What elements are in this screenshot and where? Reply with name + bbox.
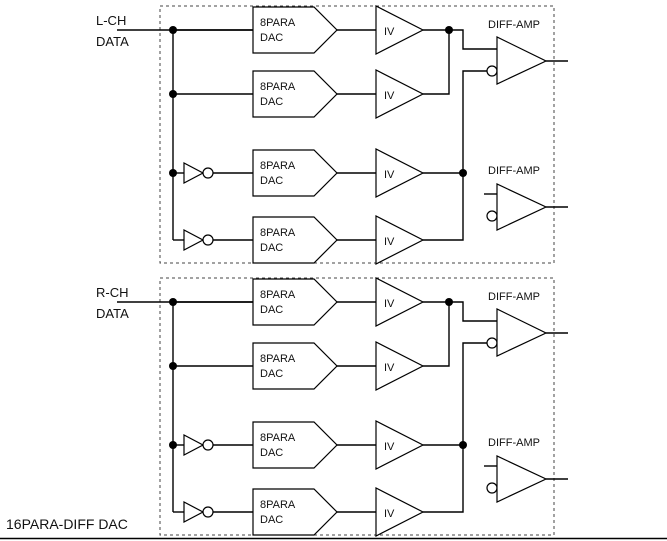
diff-amp [496, 455, 548, 503]
dac-label-line1: 8PARA [260, 499, 296, 511]
dac-label-line1: 8PARA [260, 160, 296, 172]
inverter-triangle [183, 229, 205, 251]
dac-block [252, 216, 338, 264]
diff-amp [496, 183, 548, 231]
diff-amp [496, 308, 548, 357]
dac-block [252, 421, 338, 469]
iv-label: IV [384, 298, 395, 310]
wire [423, 173, 464, 241]
dac-row: 8PARA DAC IV [173, 341, 425, 391]
iv-label: IV [384, 362, 395, 374]
wire [423, 302, 450, 367]
iv-label: IV [384, 90, 395, 102]
input-label-line1: R-CH [96, 285, 129, 300]
inverter-bubble [202, 506, 214, 518]
inverter-bubble [202, 234, 214, 246]
amp-inverting-bubble [486, 482, 498, 494]
iv-converter [375, 277, 425, 327]
iv-converter [375, 215, 425, 265]
wire [423, 30, 450, 95]
dac-row: 8PARA DAC IV [173, 69, 425, 119]
dac-row: 8PARA DAC IV [173, 487, 425, 537]
channel-boundary [159, 5, 555, 264]
iv-converter [375, 420, 425, 470]
dac-label-line1: 8PARA [260, 227, 296, 239]
dac-block [252, 70, 338, 118]
amp-inverting-bubble [486, 337, 498, 349]
iv-converter [375, 5, 425, 55]
dac-label-line2: DAC [260, 32, 283, 44]
iv-label: IV [384, 26, 395, 38]
dac-row: 8PARA DAC IV [173, 420, 425, 470]
inverter-triangle [183, 162, 205, 184]
diff-amp-label: DIFF-AMP [488, 437, 540, 449]
input-label-line2: DATA [96, 34, 129, 49]
amp-input-plus [449, 301, 497, 322]
diff-amp [496, 36, 548, 85]
iv-label: IV [384, 508, 395, 520]
amp-inverting-bubble [486, 210, 498, 222]
iv-converter [375, 487, 425, 537]
inverter-triangle [183, 501, 205, 523]
dac-label-line1: 8PARA [260, 432, 296, 444]
iv-label: IV [384, 169, 395, 181]
dac-row: 8PARA DAC IV [173, 148, 425, 198]
iv-converter [375, 69, 425, 119]
input-label-line2: DATA [96, 306, 129, 321]
amp-input-plus [449, 29, 497, 50]
iv-label: IV [384, 236, 395, 248]
dac-label-line1: 8PARA [260, 17, 296, 29]
inverter-bubble [202, 439, 214, 451]
dac-row: 8PARA DAC IV [173, 277, 425, 327]
dac-label-line1: 8PARA [260, 289, 296, 301]
inverter-bubble [202, 167, 214, 179]
wire [423, 445, 464, 513]
dac-block [252, 488, 338, 536]
dac-label-line1: 8PARA [260, 81, 296, 93]
amp-input-minus [462, 342, 487, 445]
iv-converter [375, 148, 425, 198]
dac-block [252, 278, 338, 326]
iv-converter [375, 341, 425, 391]
dac-row: 8PARA DAC IV [173, 5, 425, 55]
inverter-triangle [183, 434, 205, 456]
dac-label-line2: DAC [260, 242, 283, 254]
input-label-line1: L-CH [96, 13, 126, 28]
amp-inverting-bubble [486, 65, 498, 77]
dac-block [252, 342, 338, 390]
diff-amp-label: DIFF-AMP [488, 19, 540, 31]
iv-label: IV [384, 441, 395, 453]
dac-label-line2: DAC [260, 368, 283, 380]
dac-label-line2: DAC [260, 175, 283, 187]
dac-block [252, 6, 338, 54]
dac-block [252, 149, 338, 197]
dac-label-line2: DAC [260, 514, 283, 526]
diff-amp-label: DIFF-AMP [488, 291, 540, 303]
amp-input-minus [462, 70, 487, 173]
dac-row: 8PARA DAC IV [173, 215, 425, 265]
diff-amp-label: DIFF-AMP [488, 165, 540, 177]
diagram-title: 16PARA-DIFF DAC [6, 516, 128, 532]
channel-boundary [159, 277, 555, 536]
dac-label-line2: DAC [260, 447, 283, 459]
dac-label-line2: DAC [260, 96, 283, 108]
dac-label-line2: DAC [260, 304, 283, 316]
dac-label-line1: 8PARA [260, 353, 296, 365]
